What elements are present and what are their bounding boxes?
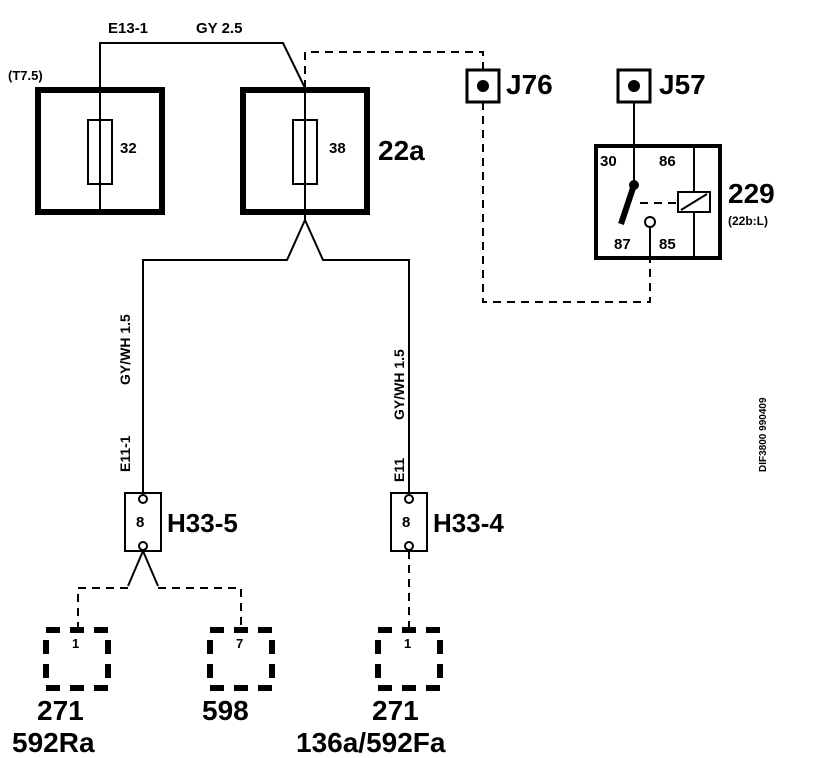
- terminal-dot-icon: [628, 80, 640, 92]
- component-pin: 1: [72, 636, 79, 651]
- relay-sublabel: (22b:L): [728, 214, 768, 228]
- split-line-left: [127, 550, 144, 587]
- connector-h33-4: 8 H33-4: [390, 492, 504, 552]
- component-sublabel: 136a/592Fa: [296, 727, 446, 758]
- left-wire-color-group: GY/WH 1.5: [117, 314, 133, 385]
- wire-color-right: GY/WH 1.5: [391, 349, 407, 420]
- connector-pin-icon: [138, 541, 148, 551]
- wire-id-left: E11-1: [117, 435, 133, 472]
- relay-229: 30 86 87 85 229 (22b:L): [594, 144, 775, 260]
- fuse-32: (T7.5) 32: [8, 68, 165, 215]
- component-sublabel: 592Ra: [12, 727, 95, 758]
- relay-pin-87: 87: [614, 236, 631, 253]
- dashed-link-c2: [158, 587, 242, 628]
- component-pin: 1: [404, 636, 411, 651]
- relay-pin-30: 30: [600, 153, 617, 170]
- junction-j57: J57: [616, 68, 706, 104]
- dashed-link-relay: [482, 102, 651, 303]
- component-598: 7 598: [202, 627, 275, 726]
- connector-h33-5: 8 H33-5: [124, 492, 238, 552]
- wire-color-left: GY/WH 1.5: [117, 314, 133, 385]
- connector-pin-icon: [404, 541, 414, 551]
- contact-terminal-icon: [644, 216, 656, 228]
- fuse-rating: (T7.5): [8, 68, 43, 83]
- relay-pin-85: 85: [659, 236, 676, 253]
- terminal-dot-icon: [477, 80, 489, 92]
- doc-ref-group: DIF3800 990409: [758, 397, 769, 472]
- connector-label: H33-5: [167, 508, 238, 538]
- fuse-number: 38: [329, 140, 346, 157]
- doc-reference: DIF3800 990409: [758, 397, 769, 472]
- fuse-label: 22a: [378, 135, 425, 166]
- junction-label: J57: [659, 69, 706, 100]
- top-wire: E13-1 GY 2.5: [99, 20, 306, 215]
- wire-color-gy: GY 2.5: [196, 20, 242, 37]
- branch-split: [142, 219, 410, 495]
- connector-pin-icon: [138, 494, 148, 504]
- fuse-number: 32: [120, 140, 137, 157]
- component-label: 271: [372, 695, 419, 726]
- fuse-38: 38 22a: [240, 87, 425, 220]
- connector-label: H33-4: [433, 508, 504, 538]
- connector-pin-number: 8: [402, 514, 410, 531]
- component-271-136a-592fa: 1 271 136a/592Fa: [296, 627, 446, 758]
- left-wire-id-group: E11-1: [117, 435, 133, 472]
- split-line-right: [142, 550, 159, 587]
- connector-pin-icon: [404, 494, 414, 504]
- right-wire-color-group: GY/WH 1.5: [391, 349, 407, 420]
- switch-contact-icon: [618, 184, 637, 225]
- component-label: 271: [37, 695, 84, 726]
- right-wire-id-group: E11: [391, 458, 407, 482]
- wire-id-right: E11: [391, 458, 407, 482]
- junction-j76: J76: [465, 68, 553, 104]
- connector-pin-number: 8: [136, 514, 144, 531]
- relay-pin-86: 86: [659, 153, 676, 170]
- junction-label: J76: [506, 69, 553, 100]
- component-pin: 7: [236, 636, 243, 651]
- component-271-592ra: 1 271 592Ra: [12, 627, 111, 758]
- wire-id-e13-1: E13-1: [108, 20, 148, 37]
- dashed-link-j76: [304, 51, 484, 88]
- dashed-link-c1: [77, 587, 128, 628]
- relay-label: 229: [728, 178, 775, 209]
- component-label: 598: [202, 695, 249, 726]
